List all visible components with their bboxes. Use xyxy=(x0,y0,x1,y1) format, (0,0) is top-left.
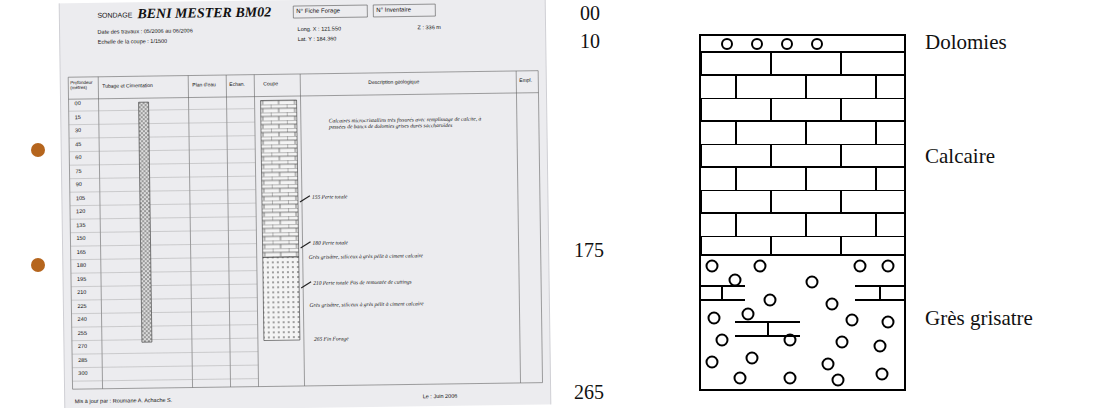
depth-label: 00 xyxy=(580,2,600,25)
sheet-field: Z : 336 m xyxy=(418,24,441,31)
column-header: Description géologique xyxy=(368,79,419,85)
column-header: Tubage et Cimentation xyxy=(102,83,152,89)
sheet-field: N° Fiche Forage xyxy=(296,7,340,15)
sheet-field: Date des travaux : 05/2006 au 06/2006 xyxy=(98,27,193,35)
column-header: Plan d'eau xyxy=(192,82,216,88)
depth-number: 180 xyxy=(77,262,86,268)
column-header: Echan. xyxy=(229,82,245,88)
depth-label: 10 xyxy=(580,30,600,53)
note: 155 Perte totale xyxy=(312,193,348,200)
description: Calcaires microcristallins très fissurés… xyxy=(329,115,499,130)
sheet-footer: Mis à jour par : Roumane A. Achache S. xyxy=(75,397,173,405)
column-header: Profondeur (mètres) xyxy=(70,80,97,91)
depth-number: 60 xyxy=(75,154,81,160)
sheet-field: Echelle de la coupe : 1/1500 xyxy=(98,38,168,45)
depth-number: 120 xyxy=(76,208,85,214)
depth-number: 225 xyxy=(77,302,86,308)
log-sheet-photo: SONDAGE BENI MESTER BM02 N° Fiche Forage N°… xyxy=(0,0,563,408)
depth-number: 150 xyxy=(76,235,85,241)
depth-number: 165 xyxy=(77,248,86,254)
sheet-field: N° Inventaire xyxy=(376,6,411,13)
depth-number: 00 xyxy=(75,100,81,106)
sheet-field: Lat. Y : 184.360 xyxy=(298,35,337,42)
depth-number: 15 xyxy=(75,114,81,120)
depth-number: 300 xyxy=(78,370,87,376)
depth-label: 175 xyxy=(574,239,604,262)
note: 180 Perte totale xyxy=(313,239,349,246)
depth-label: 265 xyxy=(574,381,604,404)
depth-number: 285 xyxy=(78,356,87,362)
sheet-footer: Le : Juin 2006 xyxy=(423,393,458,400)
layer-name: Calcaire xyxy=(925,144,995,168)
depth-number: 135 xyxy=(76,221,85,227)
depth-number: 75 xyxy=(75,168,81,174)
column-header: Coupe xyxy=(263,81,278,87)
column-header: Empl. xyxy=(519,78,532,84)
depth-number: 30 xyxy=(75,127,81,133)
layer-name: Grès grisatre xyxy=(925,306,1033,330)
depth-number: 90 xyxy=(76,181,82,187)
depth-number: 255 xyxy=(78,329,87,335)
depth-number: 210 xyxy=(77,289,86,295)
sheet-field: Long. X : 121.550 xyxy=(298,25,342,32)
depth-number: 240 xyxy=(78,316,87,322)
depth-number: 195 xyxy=(77,275,86,281)
note: 265 Fin Forage xyxy=(314,335,349,342)
sheet-field: SONDAGE xyxy=(97,11,132,20)
depth-number: 270 xyxy=(78,343,87,349)
sheet-title: BENI MESTER BM02 xyxy=(137,4,271,22)
layer-name: Dolomies xyxy=(925,30,1007,54)
depth-number: 105 xyxy=(76,195,85,201)
depth-number: 45 xyxy=(75,141,81,147)
